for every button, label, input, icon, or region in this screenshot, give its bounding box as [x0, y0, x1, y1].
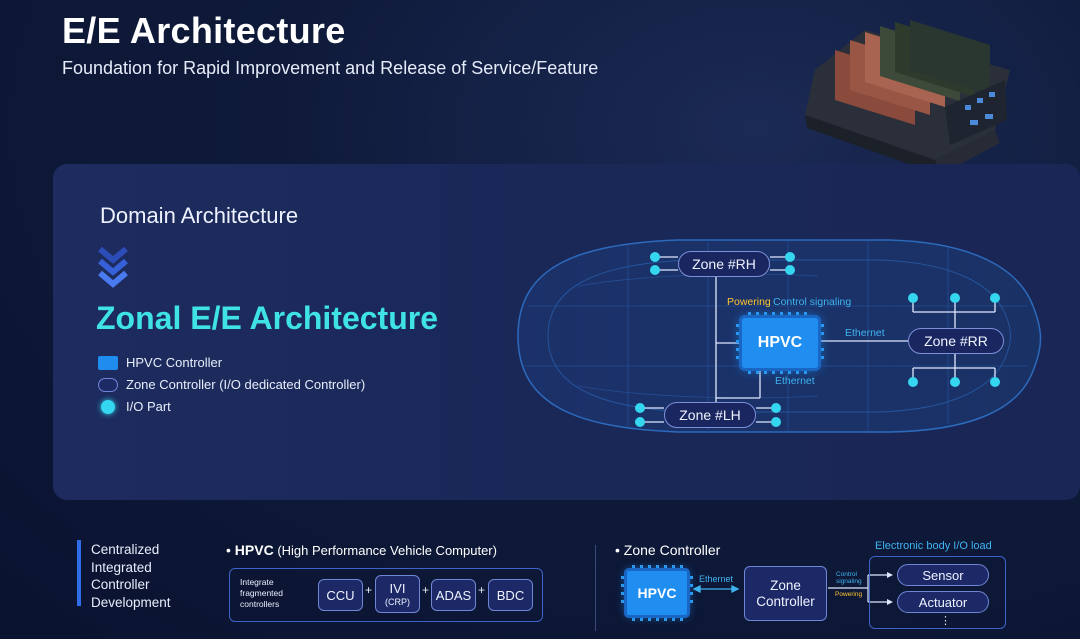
- ethernet-label-small: Ethernet: [699, 574, 734, 584]
- io-part-icon: [101, 399, 115, 414]
- hpvc-chip-icon: [98, 355, 118, 370]
- plus-sign: +: [365, 583, 373, 597]
- controller-bdc: BDC: [488, 579, 533, 611]
- hpvc-label: HPVC: [757, 334, 803, 351]
- zone-controller-icon: [98, 377, 118, 392]
- legend-label: HPVC Controller: [126, 355, 223, 370]
- text-line: Control: [836, 571, 857, 578]
- domain-architecture-label: Domain Architecture: [100, 203, 299, 228]
- accent-bar: [77, 540, 81, 606]
- hpvc-title-bold: HPVC: [234, 542, 274, 558]
- actuator-label: Actuator: [918, 594, 968, 610]
- ethernet-label-bottom: Ethernet: [775, 375, 815, 387]
- io-load-box: [869, 556, 1006, 629]
- legend-label: I/O Part: [126, 399, 171, 414]
- control-signaling-label: Control signaling: [773, 296, 852, 308]
- legend-zone-controller: Zone Controller (I/O dedicated Controlle…: [98, 377, 365, 392]
- actuator-pill: Actuator: [897, 591, 989, 613]
- hpvc-label: HPVC: [637, 585, 677, 601]
- zone-title: Zone Controller: [623, 542, 721, 558]
- chevron-down-icon: [98, 246, 128, 288]
- legend-io-part: I/O Part: [98, 399, 171, 414]
- sensor-label: Sensor: [922, 567, 964, 583]
- zone-rr: Zone #RR: [908, 328, 1004, 354]
- text-line: Integrated: [91, 559, 152, 575]
- zone-section-title: • Zone Controller: [615, 542, 720, 558]
- plus-sign: +: [478, 583, 486, 597]
- zone-rr-label: Zone #RR: [924, 333, 988, 349]
- bullet: •: [226, 542, 231, 558]
- controller-label: BDC: [496, 587, 525, 603]
- zone-lh: Zone #LH: [664, 402, 756, 428]
- page-subtitle: Foundation for Rapid Improvement and Rel…: [62, 58, 599, 78]
- control-signaling-small: Control signaling: [836, 571, 862, 585]
- io-load-title: Electronic body I/O load: [875, 540, 992, 552]
- zone-rh: Zone #RH: [678, 251, 770, 277]
- controller-adas: ADAS: [431, 579, 476, 611]
- integrate-text: Integrate fragmented controllers: [240, 577, 283, 610]
- hpvc-hardware-image: [805, 20, 1010, 175]
- centralized-controller-text: Centralized Integrated Controller Develo…: [91, 541, 171, 611]
- zone-rh-label: Zone #RH: [692, 256, 756, 272]
- controller-label: CCU: [326, 587, 355, 603]
- ethernet-label-right: Ethernet: [845, 327, 885, 339]
- text-line: Controller: [756, 593, 815, 609]
- text-line: Centralized: [91, 542, 160, 557]
- text-line: controllers: [240, 599, 280, 609]
- text-line: Development: [91, 594, 171, 610]
- text-line: Controller: [91, 577, 150, 592]
- powering-small: Powering: [835, 591, 863, 598]
- more-indicator: ⋮: [940, 615, 951, 627]
- controller-ivi: IVI (CRP): [375, 575, 420, 613]
- controller-label: IVI: [389, 581, 406, 596]
- powering-label: Powering: [727, 296, 771, 308]
- hpvc-section-title: • HPVC (High Performance Vehicle Compute…: [226, 542, 497, 558]
- text-line: Zone: [770, 577, 801, 593]
- zone-lh-label: Zone #LH: [679, 407, 741, 423]
- controller-label: ADAS: [435, 587, 472, 603]
- text-line: fragmented: [240, 588, 283, 598]
- legend-label: Zone Controller (I/O dedicated Controlle…: [126, 377, 366, 392]
- section-divider: [595, 545, 596, 631]
- zone-controller-box: Zone Controller: [744, 566, 827, 621]
- plus-sign: +: [422, 583, 430, 597]
- legend-hpvc: HPVC Controller: [98, 355, 222, 370]
- hpvc-title-rest: (High Performance Vehicle Computer): [273, 543, 497, 558]
- hpvc-integration-box: [229, 568, 543, 622]
- zonal-architecture-title: Zonal E/E Architecture: [96, 300, 438, 336]
- bullet: •: [615, 542, 620, 558]
- sensor-pill: Sensor: [897, 564, 989, 586]
- hpvc-chip-small: HPVC: [627, 571, 687, 615]
- controller-ccu: CCU: [318, 579, 363, 611]
- text-line: signaling: [836, 578, 862, 585]
- controller-sublabel: (CRP): [385, 597, 410, 607]
- hpvc-controller: HPVC: [742, 318, 818, 368]
- text-line: Integrate: [240, 577, 274, 587]
- page-title: E/E Architecture: [62, 10, 346, 51]
